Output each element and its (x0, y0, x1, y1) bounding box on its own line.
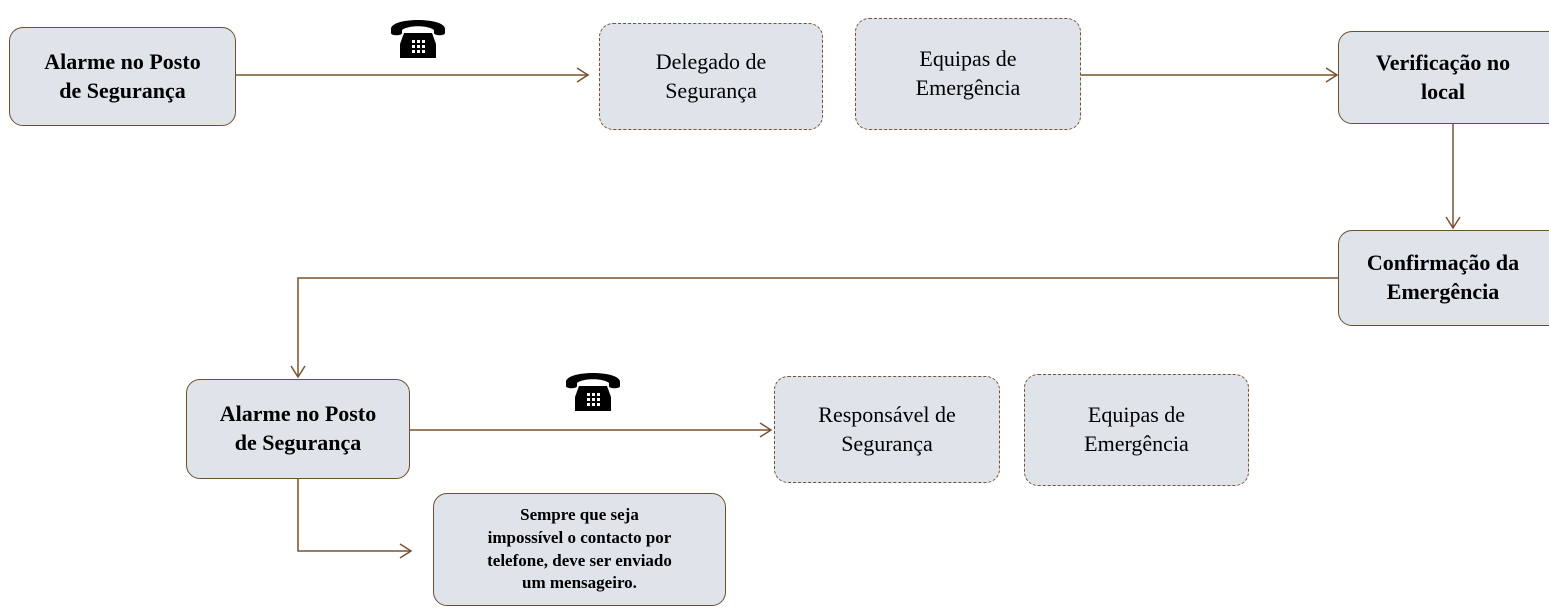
node-verification-label: Verificação no local (1375, 49, 1511, 104)
node-note: Sempre que seja impossível o contacto po… (433, 493, 726, 606)
node-alarm-top-label: Alarme no Posto de Segurança (44, 48, 201, 103)
telephone-icon (391, 20, 445, 58)
node-alarm-top: Alarme no Posto de Segurança (9, 27, 236, 126)
node-responsible-label: Responsável de Segurança (818, 401, 956, 456)
node-teams-bottom: Equipas de Emergência (1024, 374, 1249, 486)
node-note-label: Sempre que seja impossível o contacto po… (487, 504, 672, 593)
edge-alarm-bottom-to-responsible (410, 422, 773, 438)
node-confirmation: Confirmação da Emergência (1338, 230, 1549, 326)
node-teams-top-label: Equipas de Emergência (915, 46, 1021, 100)
node-alarm-bottom: Alarme no Posto de Segurança (186, 379, 410, 479)
edge-teams-top-to-verification (1081, 67, 1339, 83)
node-alarm-bottom-label: Alarme no Posto de Segurança (219, 401, 377, 455)
node-delegate: Delegado de Segurança (599, 23, 823, 130)
edge-verification-to-confirmation (1445, 124, 1461, 230)
telephone-icon (566, 373, 620, 411)
edge-alarm-bottom-to-note (297, 479, 413, 559)
node-verification: Verificação no local (1338, 31, 1549, 124)
edge-alarm-top-to-delegate (236, 67, 590, 83)
node-delegate-label: Delegado de Segurança (655, 48, 767, 103)
node-responsible: Responsável de Segurança (774, 376, 1000, 483)
edge-confirmation-to-alarm-bottom (290, 277, 1338, 379)
node-teams-top: Equipas de Emergência (855, 18, 1081, 130)
node-confirmation-label: Confirmação da Emergência (1366, 250, 1520, 304)
node-teams-bottom-label: Equipas de Emergência (1084, 402, 1189, 456)
